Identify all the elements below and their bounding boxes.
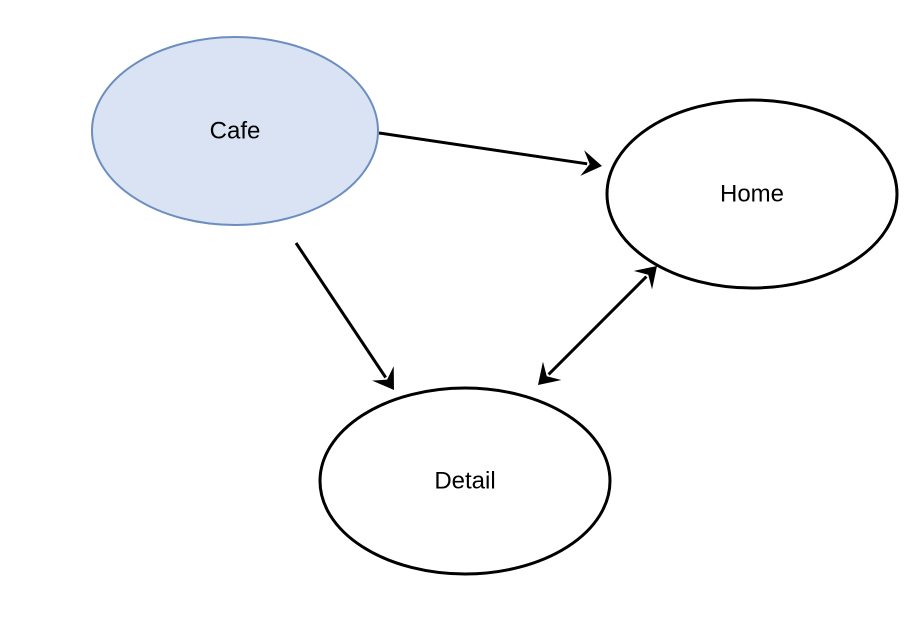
edge-detail-to-home-arrowhead-start: [538, 361, 562, 385]
edge-cafe-to-home-arrowhead-end: [580, 150, 602, 176]
edge-detail-to-home-line: [547, 275, 648, 376]
edge-cafe-to-home[interactable]: [378, 131, 602, 176]
node-cafe-ellipse[interactable]: [92, 37, 378, 225]
edge-detail-to-home[interactable]: [538, 266, 657, 385]
edge-cafe-to-detail-line: [294, 242, 387, 379]
edge-detail-to-home-arrowhead-end: [633, 266, 657, 290]
node-home[interactable]: Home: [607, 100, 897, 288]
node-detail[interactable]: Detail: [320, 388, 610, 574]
node-detail-ellipse[interactable]: [320, 388, 610, 574]
edge-cafe-to-detail[interactable]: [294, 242, 394, 390]
node-layer: Cafe Home Detail: [92, 37, 897, 574]
node-home-ellipse[interactable]: [607, 100, 897, 288]
edge-layer: [294, 131, 657, 390]
edge-cafe-to-home-line: [378, 131, 588, 166]
node-cafe-label: Cafe: [210, 117, 261, 144]
node-home-label: Home: [720, 180, 784, 207]
node-cafe[interactable]: Cafe: [92, 37, 378, 225]
node-detail-label: Detail: [434, 467, 495, 494]
edge-cafe-to-detail-arrowhead-end: [372, 366, 394, 390]
